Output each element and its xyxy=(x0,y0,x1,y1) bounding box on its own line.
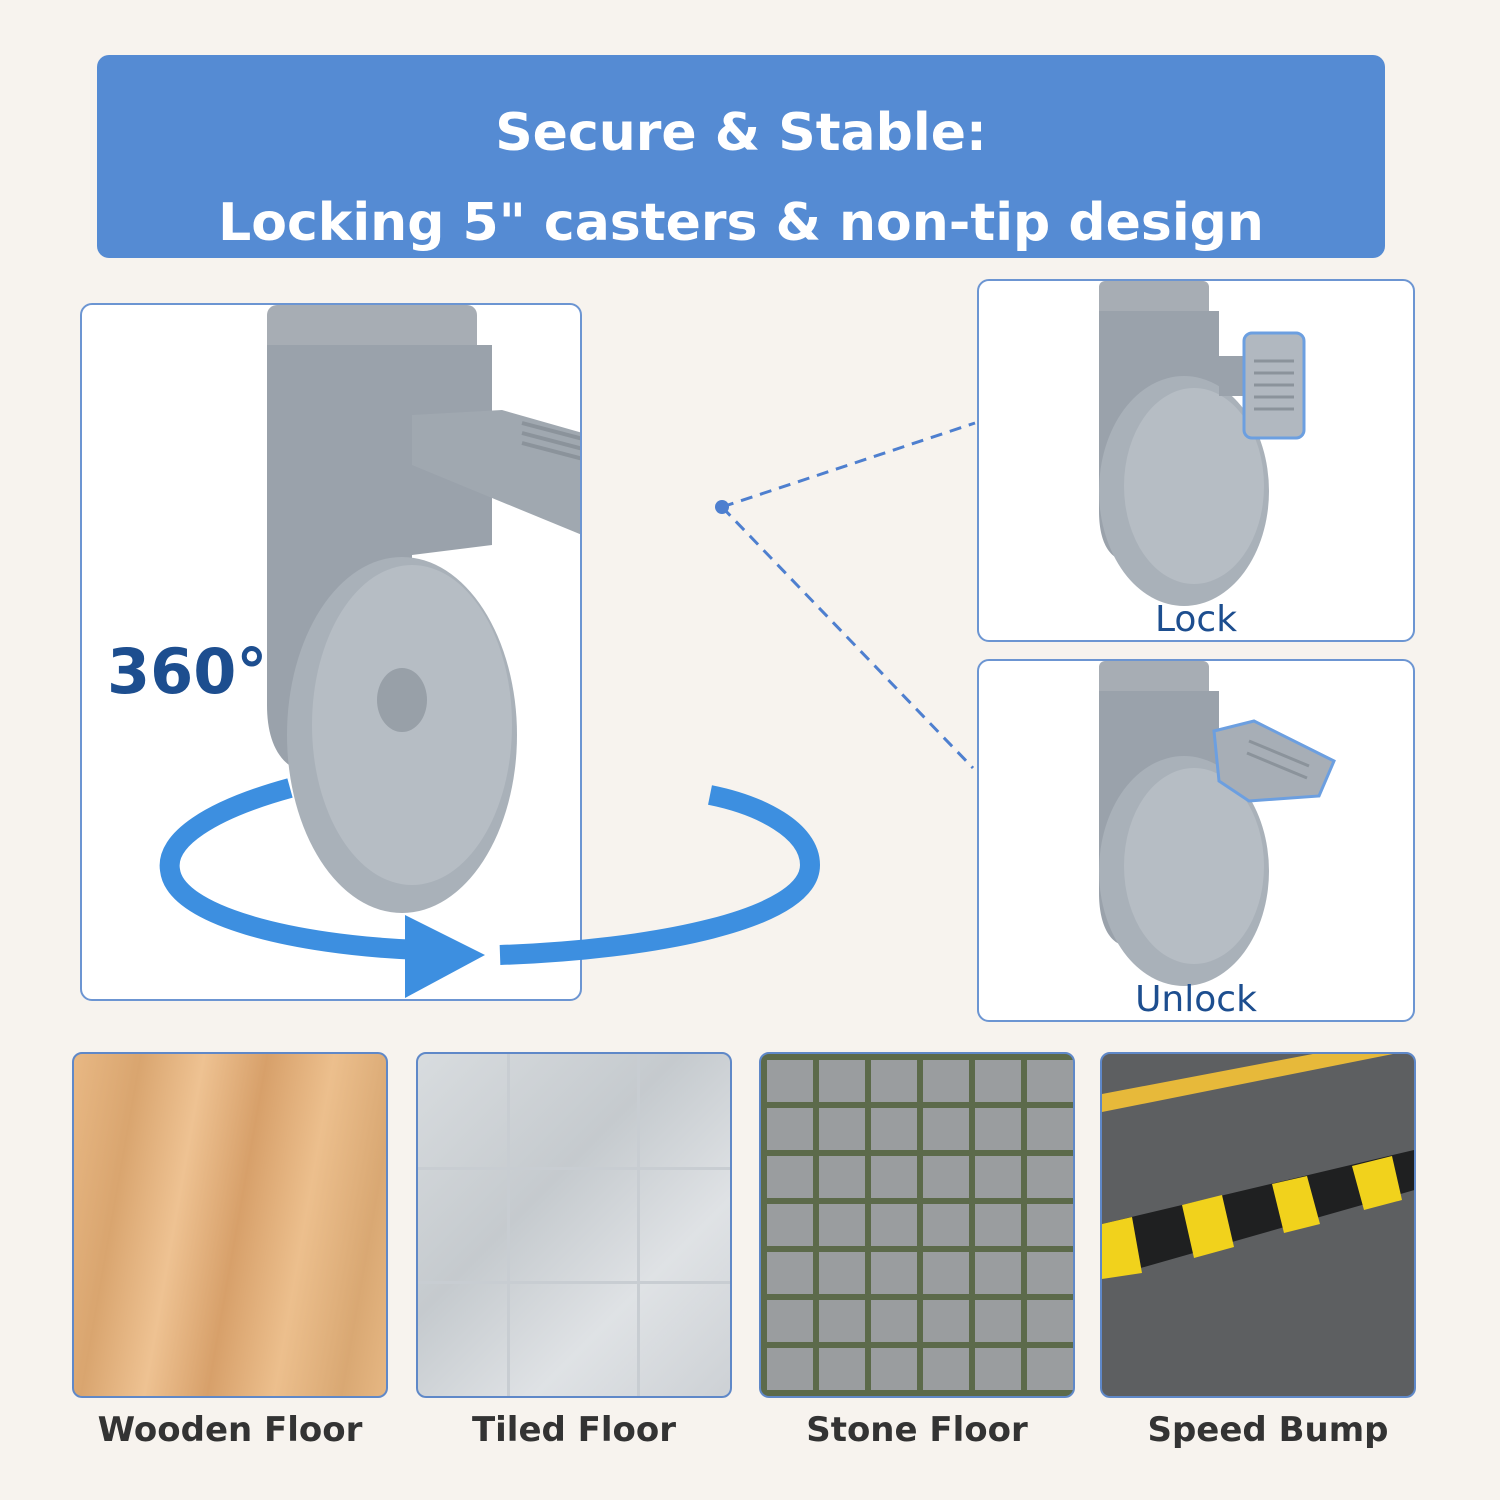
stone-floor-label: Stone Floor xyxy=(806,1410,1028,1450)
rotation-arrow-icon xyxy=(159,778,821,998)
rotation-label: 360° xyxy=(107,635,268,708)
wooden-floor-label: Wooden Floor xyxy=(97,1410,363,1450)
caster-main-panel: 360° xyxy=(80,303,582,1001)
title-banner: Secure & Stable: Locking 5" casters & no… xyxy=(97,55,1385,258)
stone-floor-image xyxy=(759,1052,1075,1398)
unlock-label: Unlock xyxy=(1135,979,1257,1020)
lock-label: Lock xyxy=(1154,599,1238,640)
speed-bump-image xyxy=(1100,1052,1416,1398)
caster-main-illustration xyxy=(267,305,580,913)
title-line-2: Locking 5" casters & non-tip design xyxy=(218,193,1264,253)
unlock-caster-illustration xyxy=(1099,661,1336,986)
title-line-1: Secure & Stable: xyxy=(495,103,987,163)
speed-bump-label: Speed Bump xyxy=(1147,1410,1389,1450)
speed-bump-illustration xyxy=(1102,1054,1414,1279)
tiled-floor-image xyxy=(416,1052,732,1398)
tiled-floor-label: Tiled Floor xyxy=(471,1410,677,1450)
wooden-floor-image xyxy=(72,1052,388,1398)
lock-caster-illustration xyxy=(1099,281,1306,606)
lock-panel: Lock xyxy=(977,279,1415,642)
unlock-panel: Unlock xyxy=(977,659,1415,1022)
